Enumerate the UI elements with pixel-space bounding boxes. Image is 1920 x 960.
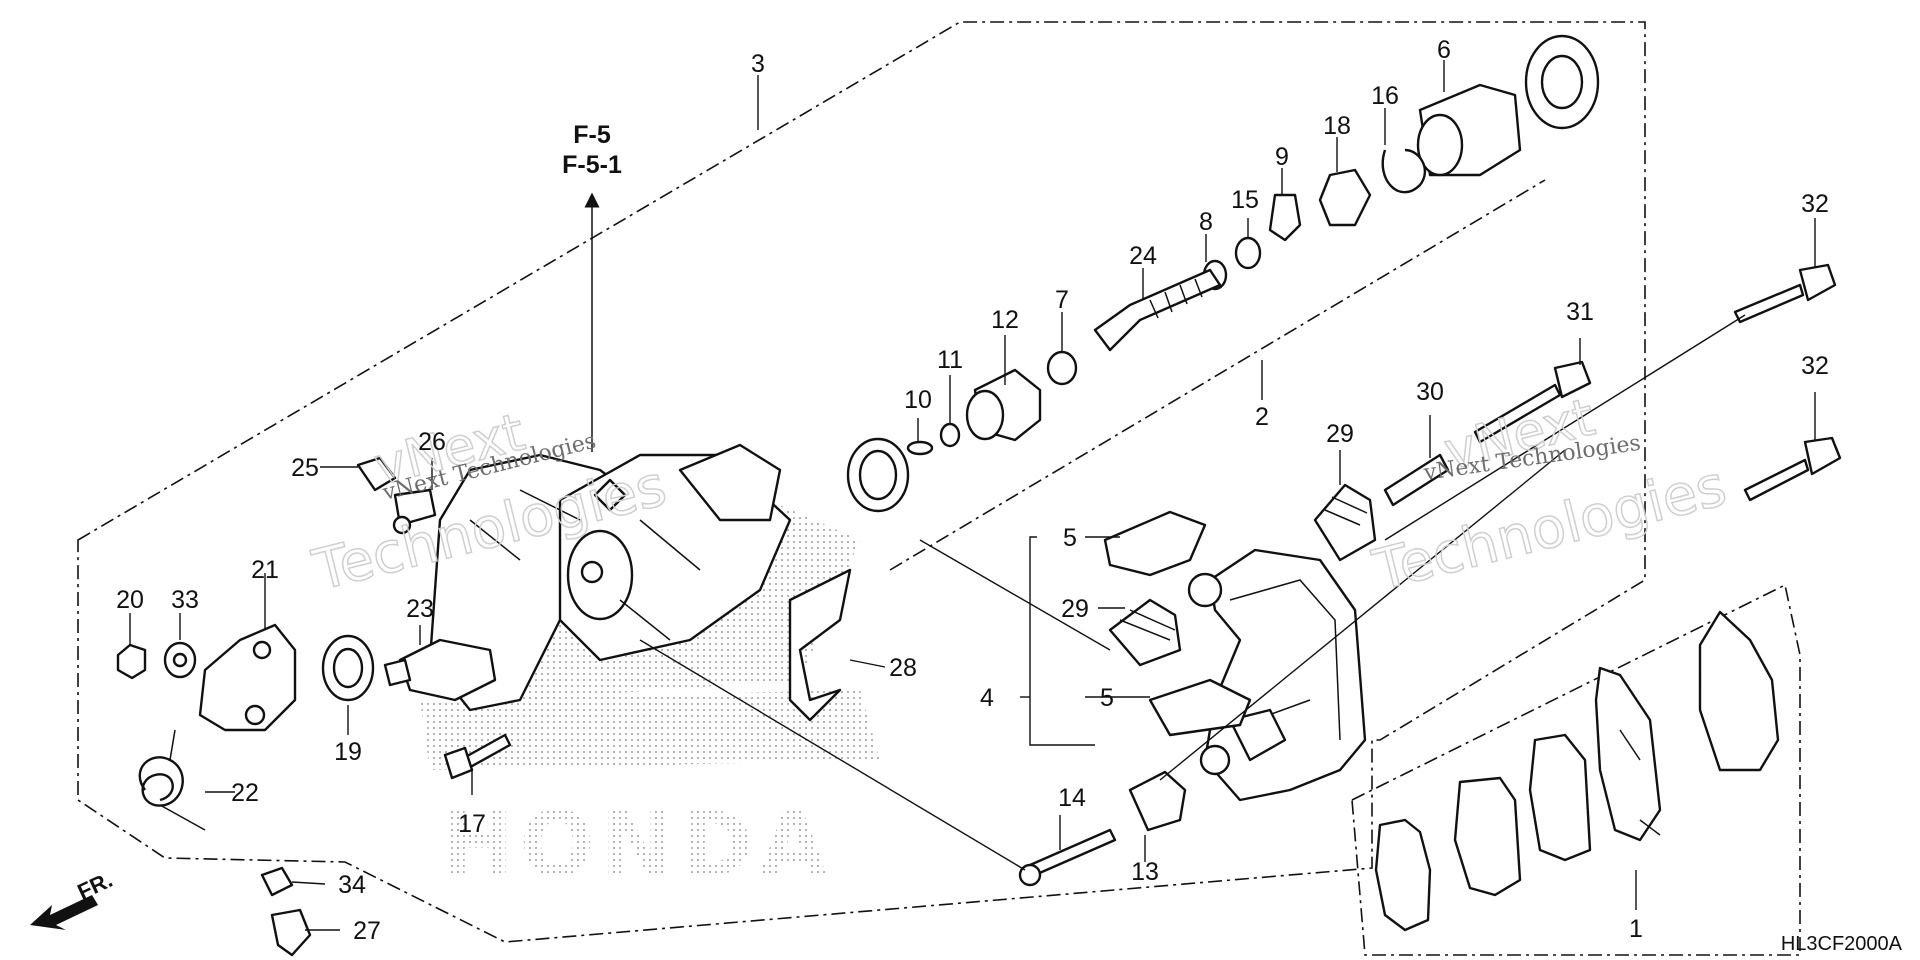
callout-19[interactable]: 19 (334, 738, 362, 766)
callout-27[interactable]: 27 (353, 917, 381, 945)
callout-25[interactable]: 25 (291, 454, 319, 482)
callout-7[interactable]: 7 (1055, 286, 1069, 314)
callout-28[interactable]: 28 (889, 654, 917, 682)
callouts: 3 6 16 18 9 15 8 24 7 12 11 10 2 29 30 3… (116, 36, 1829, 945)
nut-20 (116, 643, 147, 680)
brake-pads (1374, 610, 1780, 932)
adjuster-screw (1093, 268, 1222, 352)
callout-18[interactable]: 18 (1323, 112, 1351, 140)
callout-14[interactable]: 14 (1058, 784, 1086, 812)
callout-26[interactable]: 26 (418, 428, 446, 456)
callout-15[interactable]: 15 (1231, 186, 1259, 214)
callout-9[interactable]: 9 (1275, 143, 1289, 171)
clip-5-upper (1103, 510, 1207, 577)
callout-13[interactable]: 13 (1131, 858, 1159, 886)
outline-assembly-1 (1351, 583, 1801, 956)
clip-5-lower (1148, 678, 1252, 737)
front-arrow-icon (30, 895, 98, 930)
grommet-27 (270, 908, 312, 957)
pin-30 (1383, 453, 1450, 507)
cap-34 (260, 866, 294, 897)
bolt-32-lower (1743, 458, 1810, 502)
piston-assembly (846, 34, 1600, 513)
clip-26 (393, 488, 437, 527)
logo-text: HONDA (440, 793, 833, 896)
callout-33[interactable]: 33 (171, 586, 199, 614)
callout-2[interactable]: 2 (1255, 403, 1269, 431)
reference-f5[interactable]: F-5 (573, 121, 611, 149)
callout-3[interactable]: 3 (751, 50, 765, 78)
callout-1[interactable]: 1 (1629, 915, 1643, 943)
boot-29-lower (1108, 598, 1182, 667)
callout-6[interactable]: 6 (1437, 36, 1451, 64)
callout-8[interactable]: 8 (1199, 208, 1213, 236)
arm-21 (198, 623, 297, 732)
spring-22 (138, 756, 184, 807)
front-label: FR. (74, 867, 117, 905)
leader-lines (129, 60, 1816, 931)
bolt-32-upper (1733, 283, 1805, 324)
callout-5-upper[interactable]: 5 (1063, 524, 1077, 552)
callout-10[interactable]: 10 (904, 386, 932, 414)
caliper-body (428, 443, 792, 712)
callout-30[interactable]: 30 (1416, 378, 1444, 406)
assembly-outlines (77, 21, 1801, 956)
callout-21[interactable]: 21 (251, 556, 279, 584)
callout-11[interactable]: 11 (937, 346, 963, 374)
outline-assembly-2 (889, 179, 1546, 571)
callout-31[interactable]: 31 (1566, 298, 1594, 326)
callout-29-upper[interactable]: 29 (1326, 420, 1354, 448)
boot-29-upper (1313, 483, 1377, 562)
hardware (356, 263, 1842, 887)
boot-13 (1128, 770, 1187, 832)
callout-23[interactable]: 23 (406, 595, 434, 623)
front-direction-marker: FR. (30, 867, 116, 930)
bleeder-25 (356, 456, 397, 492)
callout-12[interactable]: 12 (991, 306, 1019, 334)
drawing-code: HL3CF2000A (1781, 933, 1903, 955)
outline-assembly-3 (77, 21, 1646, 943)
bolt-31 (1473, 383, 1562, 444)
shim-28 (788, 568, 852, 722)
callout-32-upper[interactable]: 32 (1801, 190, 1829, 218)
callout-20[interactable]: 20 (116, 586, 144, 614)
callout-4[interactable]: 4 (980, 684, 994, 712)
caliper-bracket (1187, 548, 1367, 802)
callout-29-lower[interactable]: 29 (1061, 595, 1089, 623)
callout-34[interactable]: 34 (338, 871, 366, 899)
reference-f5-1[interactable]: F-5-1 (562, 151, 622, 179)
bolt-14 (1028, 828, 1117, 877)
callout-17[interactable]: 17 (458, 810, 486, 838)
callout-32-lower[interactable]: 32 (1801, 352, 1829, 380)
callout-5-lower[interactable]: 5 (1100, 684, 1114, 712)
callout-16[interactable]: 16 (1371, 82, 1399, 110)
callout-24[interactable]: 24 (1129, 242, 1157, 270)
parking-brake-parts (116, 510, 1252, 957)
callout-22[interactable]: 22 (231, 779, 259, 807)
cam-23 (398, 638, 497, 702)
circlip (1381, 148, 1427, 194)
